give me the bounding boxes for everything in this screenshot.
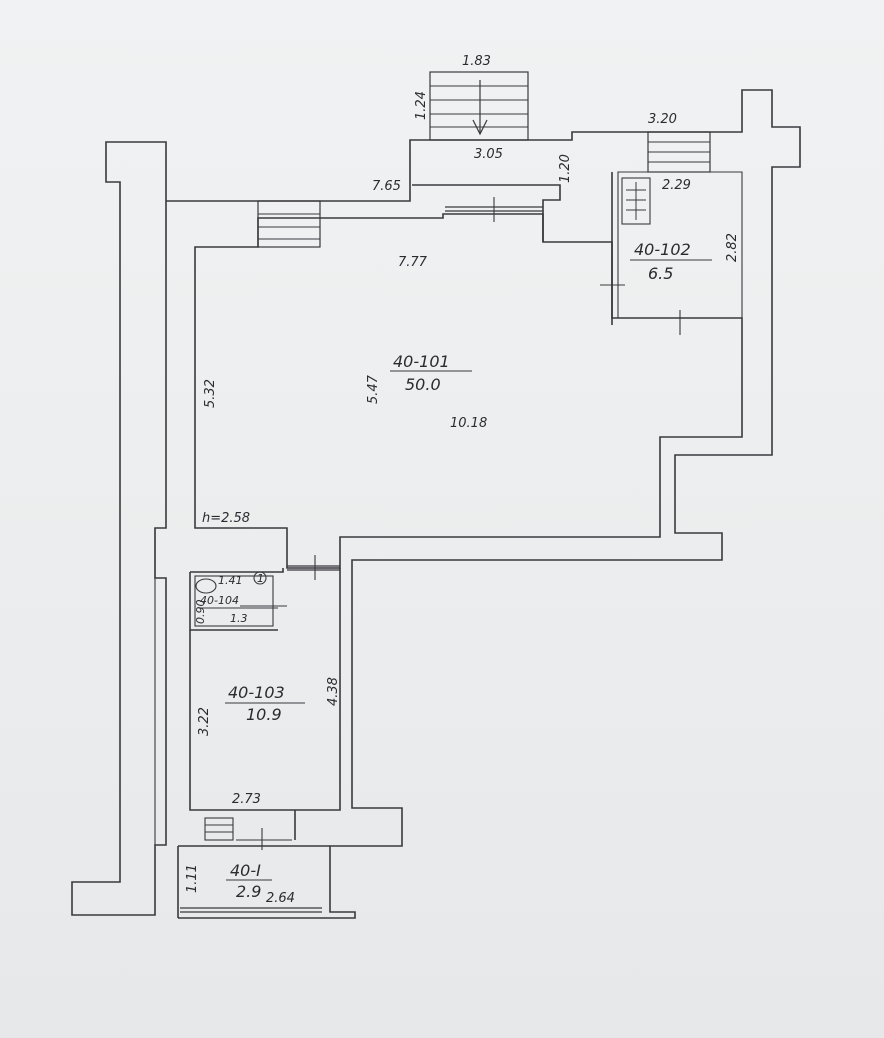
dim-wall-top-left: 7.65 [372,179,401,194]
dim-wc-width: 1.41 [218,574,243,587]
dim-vestibule-width: 3.05 [474,147,503,162]
dim-hall-left: 5.32 [203,379,218,408]
dim-kitchen-side: 2.82 [725,233,740,262]
room101-id: 40-101 [393,352,450,371]
dim-room103-right: 4.38 [326,677,341,706]
room102-id: 40-102 [634,240,691,259]
dim-stair-top-width: 1.83 [462,54,491,69]
room103-area: 10.9 [246,705,282,724]
dim-hall-mid: 5.47 [366,374,381,404]
dim-stair-right-width: 3.20 [648,112,677,127]
stair-entry [204,817,234,841]
door-hall-103 [287,555,340,580]
hall-outer-wall [166,89,801,919]
stair-hall [257,200,321,248]
dim-wc-mark: 1 [257,572,264,585]
stair-arrow-icon [472,80,488,136]
room104-id: 40-104 [200,594,239,607]
room104-area: 1.3 [230,612,248,625]
dim-hall-length: 10.18 [450,416,487,431]
toilet-icon [195,578,217,594]
kitchen-partition [412,184,561,242]
stair-right [647,131,711,173]
dim-ceiling-height: h=2.58 [202,511,250,526]
wc-room [194,575,274,627]
room101-area: 50.0 [405,375,441,394]
room1-id: 40-I [230,861,261,880]
window-top [445,197,543,222]
sink-icon [253,571,267,585]
dim-vestibule-depth: 1.20 [558,154,573,183]
left-outer-wall [71,141,167,916]
room1-area: 2.9 [236,882,261,901]
entry-walls [177,845,330,918]
room102-area: 6.5 [648,264,673,283]
entry-threshold [180,907,322,913]
dim-stair-top-depth: 1.24 [414,91,429,120]
room103-walls [189,568,341,840]
dim-room103-bottom: 2.73 [232,792,261,807]
dim-entry-bottom: 2.64 [266,891,295,906]
dim-room103-left: 3.22 [197,707,212,736]
dim-hall-top: 7.77 [398,255,428,270]
stove-icon [621,177,651,225]
dim-wc-depth: 0.90 [194,600,207,625]
dim-kitchen-top: 2.29 [662,178,691,193]
room103-id: 40-103 [228,683,285,702]
dim-entry-left: 1.11 [185,864,200,893]
stair-top [429,71,529,141]
